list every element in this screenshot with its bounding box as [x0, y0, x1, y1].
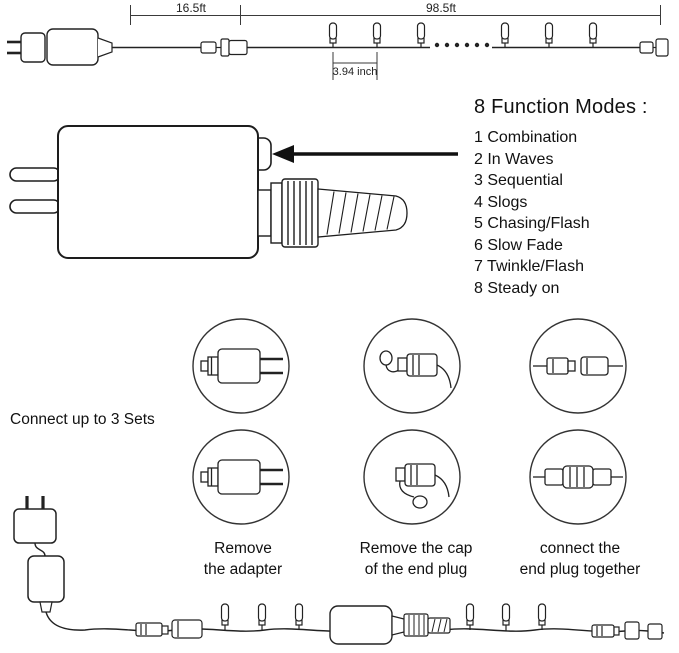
wall-plug-and-adapter: [7, 28, 201, 66]
caption-line: Remove the cap: [359, 540, 473, 557]
step-end-plug-cap-on: [379, 350, 452, 389]
threaded-plug: [317, 188, 408, 238]
spacing-bracket: [332, 52, 378, 80]
string-dimensions-diagram: [7, 5, 669, 80]
inline-connector-pair: [135, 619, 203, 639]
connected-string-diagram: [13, 496, 665, 645]
prong: [9, 167, 61, 182]
caption-line: of the end plug: [364, 561, 468, 578]
lead-length-label: 16.5ft: [175, 1, 207, 15]
adapter-function-button-diagram: [9, 125, 458, 259]
connect-sets-note: Connect up to 3 Sets: [10, 411, 155, 428]
string-length-label: 98.5ft: [425, 1, 457, 15]
power-adapter: [27, 555, 65, 613]
step-plugs-apart: [533, 356, 623, 376]
mid-connector: [200, 38, 248, 57]
step-adapter-removed: [200, 459, 283, 495]
function-mode-item: 5 Chasing/Flash: [474, 215, 590, 232]
caption-line: Remove: [214, 540, 272, 557]
bulbs: [465, 603, 547, 631]
connection-steps-circles: [192, 318, 627, 525]
end-connector: [639, 38, 669, 57]
caption-remove-cap: Remove the cap of the end plug: [330, 538, 502, 580]
caption-line: connect the: [539, 540, 621, 557]
caption-line: end plug together: [519, 561, 641, 578]
second-set-adapter: [329, 605, 451, 645]
continuation-dots: [434, 42, 490, 48]
function-mode-item: 8 Steady on: [474, 279, 560, 297]
dimension-lines: [130, 5, 661, 25]
function-modes-title: 8 Function Modes :: [474, 96, 648, 118]
function-mode-item: 1 Combination: [474, 129, 578, 146]
bulbs: [328, 22, 598, 47]
function-modes-panel: 8 Function Modes : 1 Combination 2 In Wa…: [474, 96, 674, 299]
knurled-nut: [281, 178, 319, 248]
bulb-spacing-label: 3.94 inch: [332, 66, 378, 78]
end-connector-pair: [591, 621, 663, 640]
caption-line: the adapter: [203, 561, 283, 578]
wall-plug: [13, 496, 57, 544]
arrow-to-function-button: [272, 145, 458, 163]
step-plugs-connected: [533, 465, 623, 489]
adapter-body: [57, 125, 259, 259]
prong: [9, 199, 61, 214]
function-mode-item: 2 In Waves: [474, 150, 554, 168]
caption-remove-adapter: Remove the adapter: [168, 538, 318, 580]
bulbs: [220, 603, 304, 631]
caption-connect-plugs: connect the end plug together: [494, 538, 666, 580]
step-adapter-attached: [200, 348, 283, 384]
step-circles: [192, 318, 627, 525]
function-mode-item: 6 Slow Fade: [474, 236, 563, 254]
function-mode-item: 7 Twinkle/Flash: [474, 258, 584, 275]
function-mode-item: 3 Sequential: [474, 172, 563, 189]
function-mode-item: 4 Slogs: [474, 193, 528, 211]
step-end-plug-cap-off: [395, 463, 450, 509]
